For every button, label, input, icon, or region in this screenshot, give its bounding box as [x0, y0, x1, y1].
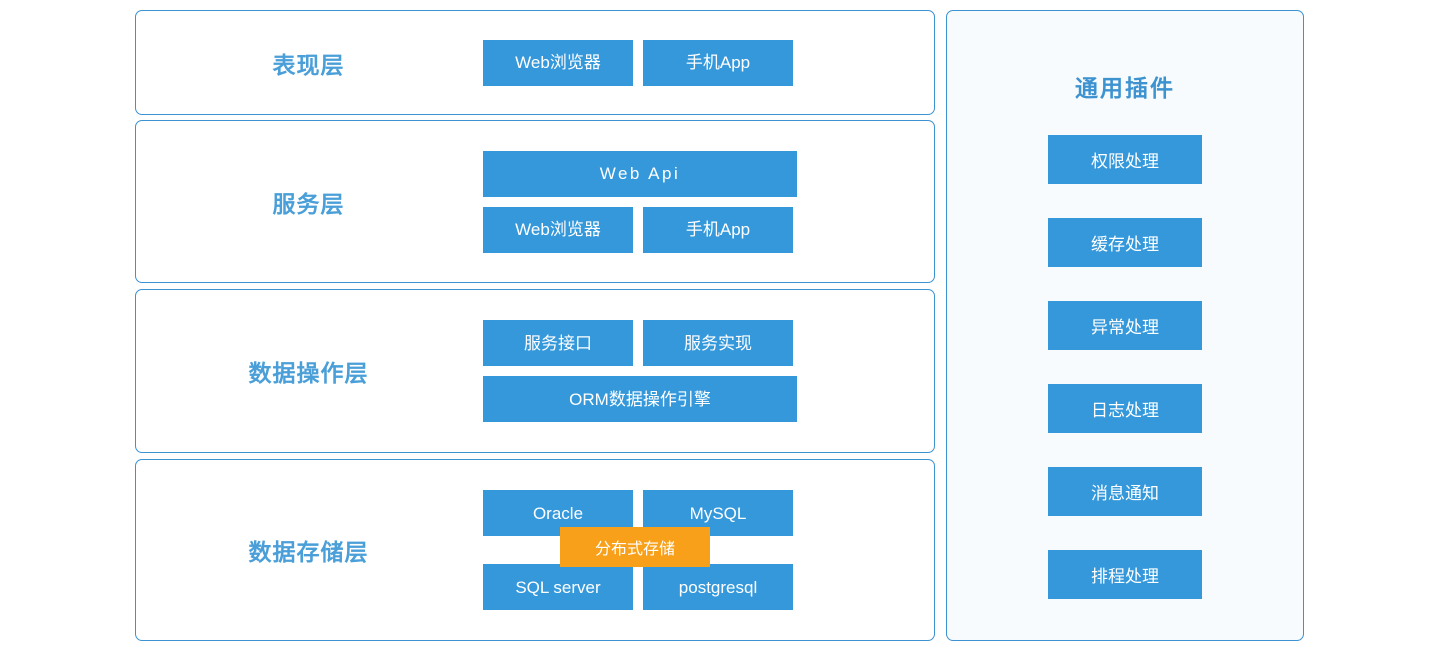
plugin-item-cache[interactable]: 缓存处理: [1048, 218, 1202, 267]
plugin-item-message-notification[interactable]: 消息通知: [1048, 467, 1202, 516]
component-box-postgresql[interactable]: postgresql: [643, 564, 793, 610]
layer-label-data-operation: 数据操作层: [248, 360, 369, 386]
box-row: Web Api: [483, 150, 797, 197]
component-box-sql-server[interactable]: SQL server: [483, 564, 633, 610]
plugin-item-exception[interactable]: 异常处理: [1048, 301, 1202, 350]
plugin-item-scheduling[interactable]: 排程处理: [1048, 550, 1202, 599]
component-box-mobile-app[interactable]: 手机App: [643, 206, 793, 253]
layer-boxes-presentation: Web浏览器 手机App: [483, 11, 934, 114]
plugin-item-logging[interactable]: 日志处理: [1048, 384, 1202, 433]
layer-boxes-data-operation: 服务接口 服务实现 ORM数据操作引擎: [483, 290, 934, 452]
box-row: SQL server postgresql: [483, 564, 793, 610]
box-row: Web浏览器 手机App: [483, 39, 793, 86]
component-box-service-implementation[interactable]: 服务实现: [643, 320, 793, 366]
component-box-web-api[interactable]: Web Api: [483, 150, 797, 197]
layer-label-presentation: 表现层: [272, 51, 345, 78]
layer-label-data-storage: 数据存储层: [248, 539, 369, 565]
box-row: ORM数据操作引擎: [483, 376, 797, 422]
component-box-service-interface[interactable]: 服务接口: [483, 320, 633, 366]
component-box-distributed-storage[interactable]: 分布式存储: [560, 527, 710, 567]
plugin-panel: 通用插件 权限处理 缓存处理 异常处理 日志处理 消息通知 排程处理: [946, 10, 1304, 641]
component-box-mobile-app[interactable]: 手机App: [643, 39, 793, 86]
layer-data-operation: 数据操作层 服务接口 服务实现 ORM数据操作引擎: [135, 289, 935, 453]
component-box-web-browser[interactable]: Web浏览器: [483, 39, 633, 86]
plugin-list: 权限处理 缓存处理 异常处理 日志处理 消息通知 排程处理: [947, 135, 1303, 599]
layer-data-storage: 数据存储层 Oracle MySQL SQL server postgresql: [135, 459, 935, 641]
component-box-web-browser[interactable]: Web浏览器: [483, 206, 633, 253]
layer-service: 服务层 Web Api Web浏览器 手机App: [135, 120, 935, 283]
layer-boxes-service: Web Api Web浏览器 手机App: [483, 121, 934, 282]
plugin-panel-title: 通用插件: [1075, 75, 1175, 101]
component-box-oracle[interactable]: Oracle: [483, 490, 633, 536]
plugin-item-permission[interactable]: 权限处理: [1048, 135, 1202, 184]
box-row: 服务接口 服务实现: [483, 320, 793, 366]
component-box-orm-engine[interactable]: ORM数据操作引擎: [483, 376, 797, 422]
box-row: Web浏览器 手机App: [483, 206, 793, 253]
layer-presentation: 表现层 Web浏览器 手机App: [135, 10, 935, 115]
layer-label-service: 服务层: [272, 190, 345, 217]
